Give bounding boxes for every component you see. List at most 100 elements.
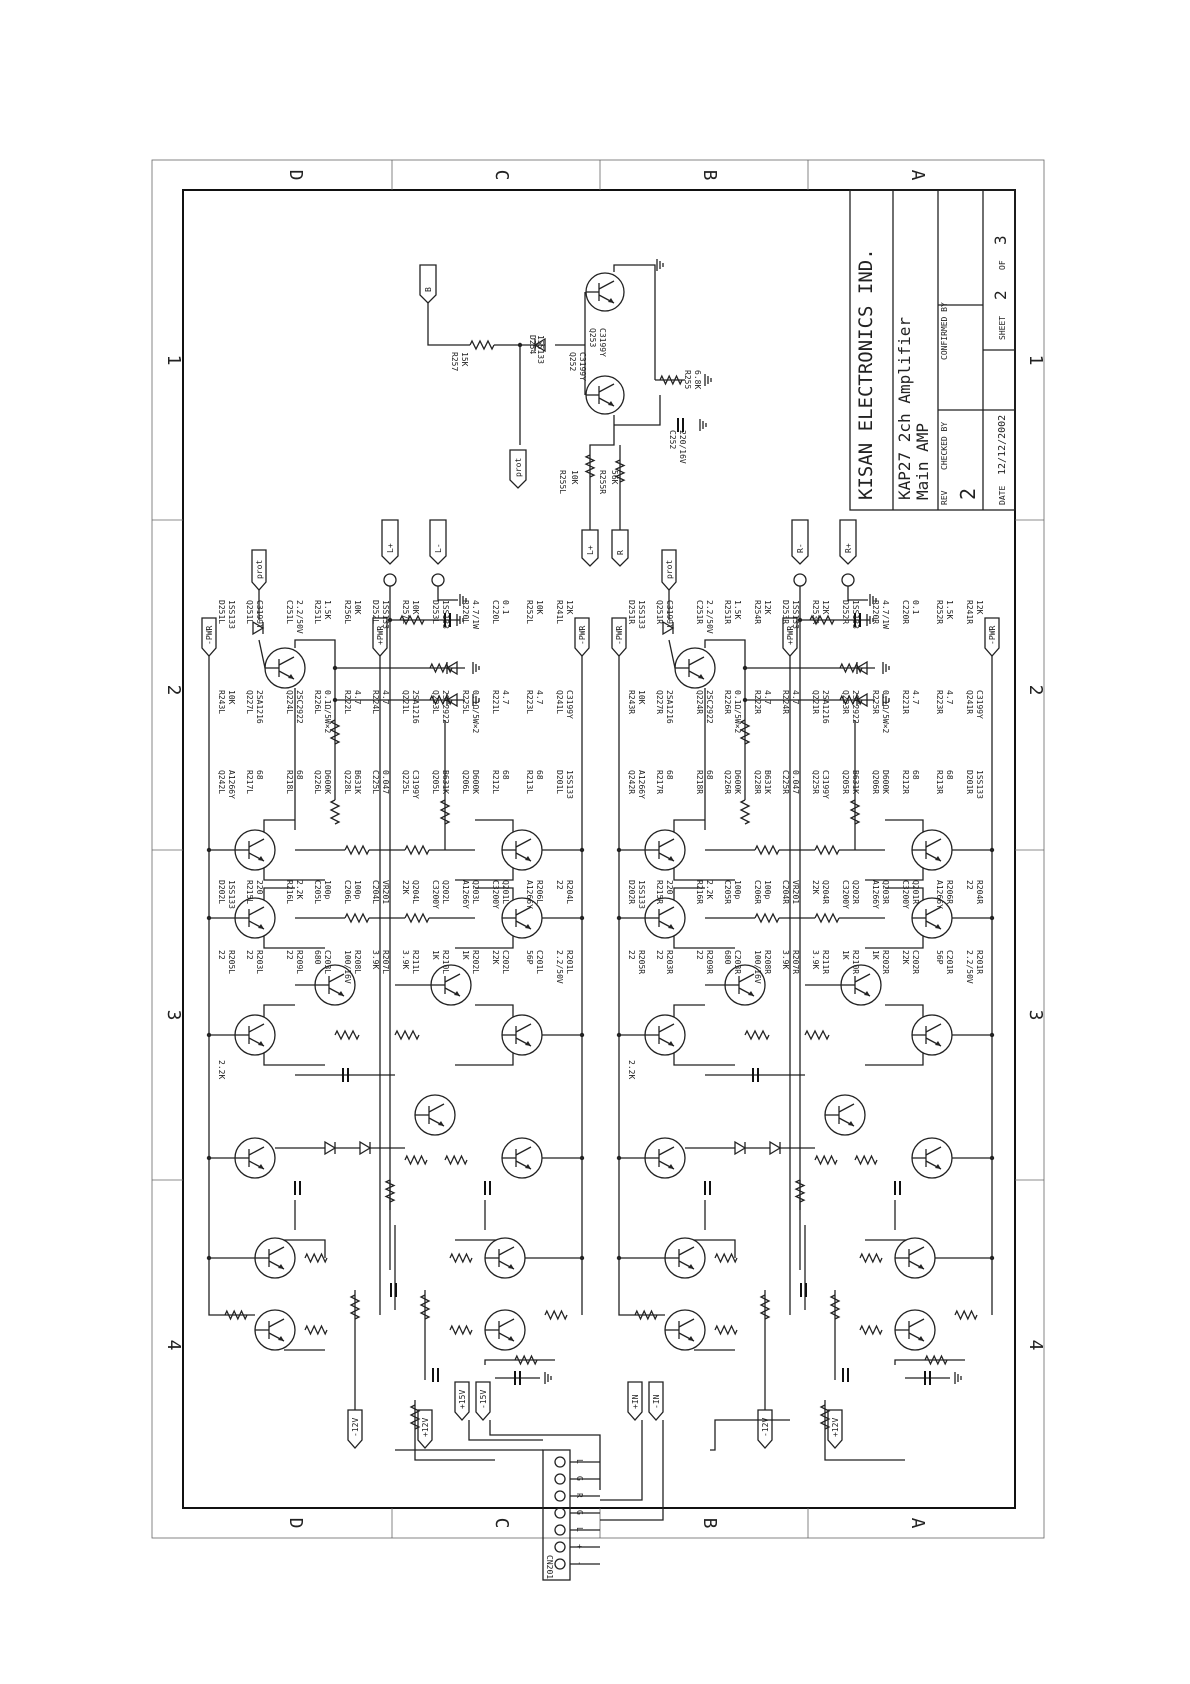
label-text: R217R [655, 770, 664, 794]
component-label: R241R [965, 600, 974, 624]
net-tag-text: -PWR [988, 626, 997, 645]
net-tag-label: B [424, 287, 433, 292]
resistor-symbol [344, 912, 370, 924]
wire [885, 819, 924, 832]
label-text: 68 [295, 770, 304, 780]
component-label: 2SA1216 [665, 690, 674, 724]
net-tag-text: +12V [421, 1418, 430, 1437]
junction-dot [989, 1032, 995, 1038]
label-text: R218L [285, 770, 294, 794]
label-text: 2SC2922 [441, 690, 450, 724]
output-transistor-left [644, 897, 686, 939]
net-tag-label: +12V [831, 1418, 840, 1437]
component-label: Q242R [627, 770, 636, 794]
label-text: B631K [441, 770, 450, 794]
label-text: C204R [781, 880, 790, 904]
circuit [201, 259, 1000, 1581]
component-label: R206L [535, 880, 544, 904]
cn201-pin-text: + [575, 1544, 584, 1549]
label-text: 3.9K [371, 950, 380, 969]
label-text: 1K [431, 950, 440, 960]
label-text: R256L [343, 600, 352, 624]
label-text: R257 [450, 352, 459, 371]
transistor-collector [248, 1146, 265, 1156]
diode-symbol [855, 692, 868, 708]
net-tag-text: +PWR [786, 626, 795, 645]
label-text: C206R [753, 880, 762, 904]
transistor-collector [908, 1318, 925, 1328]
label-text: 1SS133 [637, 880, 646, 909]
label-text: D201R [965, 770, 974, 794]
net-tag-label: R+ [844, 543, 853, 553]
wire [494, 344, 521, 445]
vas-transistor [644, 1137, 686, 1179]
junction-dot [616, 847, 622, 853]
label-text: 68 [911, 770, 920, 780]
label-text: Q253 [588, 328, 597, 347]
resistor-symbol [814, 1154, 838, 1166]
label-text: R254R [753, 600, 762, 624]
component-label: R201R [975, 950, 984, 974]
resistor-symbol [304, 1324, 328, 1336]
label-text: D600K [323, 770, 332, 794]
transistor-arrow [278, 1336, 284, 1341]
resistor-symbol [429, 694, 453, 706]
label-text: 22K [901, 950, 910, 965]
transistor-arrow [608, 401, 614, 406]
output-transistor-left [644, 829, 686, 871]
label-text: 1SS133 [975, 770, 984, 799]
component-label: Q242L [217, 770, 226, 794]
junction-dot [387, 617, 393, 623]
component-label: 3.9K [781, 950, 790, 969]
net-tag-text: -PWR [205, 626, 214, 645]
label-text: 68 [501, 770, 510, 780]
label-text: R222L [343, 690, 352, 714]
junction-dot [989, 915, 995, 921]
label-text: A1266Y [525, 880, 534, 909]
component-label: R221R [901, 690, 910, 714]
component-label: 12K [821, 600, 830, 615]
resistor-symbol [439, 799, 451, 825]
component-label: R206R [945, 880, 954, 904]
label-text: 4.7 [945, 690, 954, 705]
cn201-pin-label: L [575, 1459, 584, 1464]
transistor-arrow [508, 1264, 514, 1269]
component-label: A1266Y [227, 770, 236, 799]
resistor-symbol [399, 614, 425, 626]
net-tag-label: +12V [421, 1418, 430, 1437]
wire [284, 1239, 326, 1258]
wire [263, 1004, 295, 1017]
component-label: Q206R [871, 770, 880, 794]
wire [668, 639, 676, 669]
label-text: 1SS133 [441, 600, 450, 629]
component-label: D253R [781, 600, 790, 624]
label-text: Q241R [965, 690, 974, 714]
component-label: R221L [491, 690, 500, 714]
component-label: 1SS133 [441, 600, 450, 629]
component-label: 100p [323, 880, 332, 899]
component-label: Q205R [841, 770, 850, 794]
wire [673, 868, 735, 881]
component-label: 3.9K [401, 950, 410, 969]
transistor-arrow [918, 1336, 924, 1341]
rev-label: REV [940, 490, 949, 505]
label-text: 2.2/50V [555, 950, 564, 984]
cn201-body [542, 1449, 571, 1581]
zone-letter-bottom-b: B [699, 1518, 720, 1529]
label-text: R204R [975, 880, 984, 904]
prot-tag [251, 549, 267, 591]
net-tag-label: prot [514, 458, 523, 477]
transistor-collector [515, 838, 532, 848]
junction-dot [206, 847, 212, 853]
label-text: R218R [695, 770, 704, 794]
protect-transistor [264, 647, 306, 689]
wire [673, 887, 705, 900]
component-label: Q251L [245, 600, 254, 624]
label-text: Q226L [313, 770, 322, 794]
transistor-collector [738, 973, 755, 983]
transistor-arrow [608, 298, 614, 303]
junction-dot [579, 1155, 585, 1161]
label-text: 2SA1216 [821, 690, 830, 724]
label-text: R217L [245, 770, 254, 794]
